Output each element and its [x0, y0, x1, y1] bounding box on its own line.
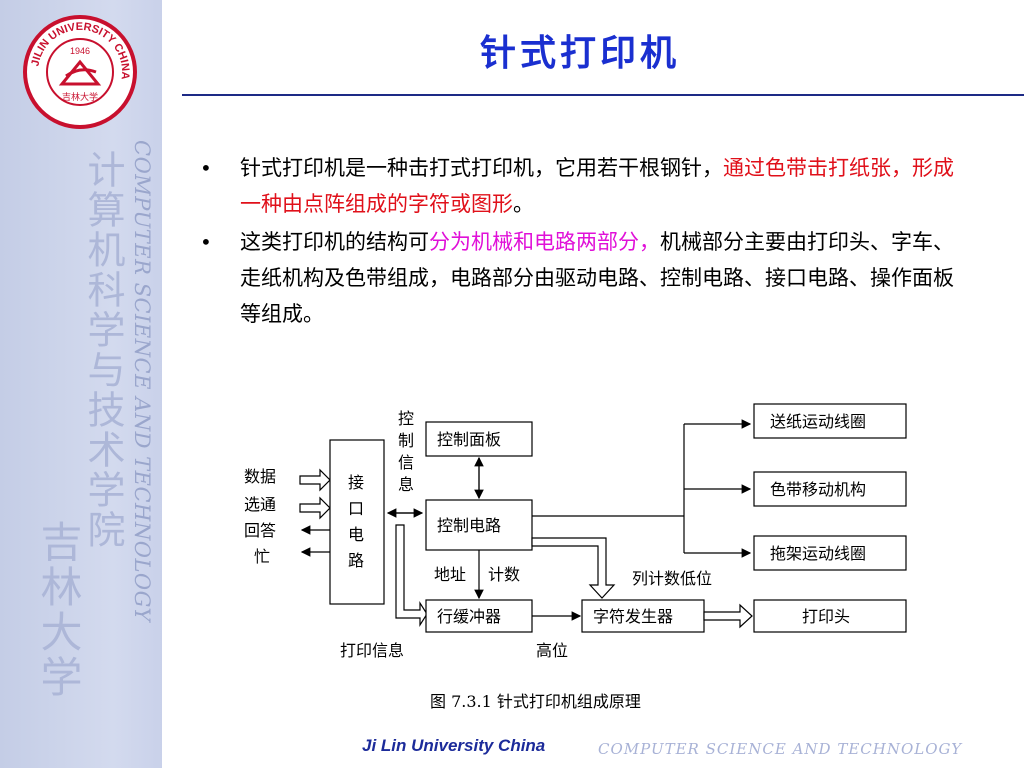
label-strobe: 选通: [244, 495, 276, 514]
interface-char-1: 接: [348, 473, 364, 492]
title-divider: [182, 94, 1024, 96]
count-label: 计数: [488, 565, 520, 584]
interface-circuit-box: [329, 439, 385, 605]
data-input-arrow: [299, 468, 331, 492]
strobe-input-arrow: [299, 496, 331, 520]
bullet-2-prefix: 这类打印机的结构可: [240, 230, 429, 254]
logo-year: 1946: [70, 46, 90, 56]
figure-caption: 图 7.3.1 针式打印机组成原理: [430, 692, 641, 711]
printer-block-diagram: 数据 选通 回答 忙 接 口 电 路 控 制 信 息 控制面板 控制电路 地址 …: [244, 403, 907, 660]
address-label: 地址: [434, 565, 466, 584]
interface-char-4: 路: [348, 551, 364, 570]
ribbon-mechanism-label: 色带移动机构: [770, 480, 866, 499]
char-generator-box: [581, 599, 705, 633]
control-info-char-4: 息: [398, 475, 414, 494]
line-buffer-label: 行缓冲器: [437, 607, 501, 626]
column-count-low-label: 列计数低位: [632, 569, 712, 588]
label-data: 数据: [244, 467, 276, 486]
high-bits-label: 高位: [536, 641, 568, 660]
sidebar-watermark: COMPUTER SCIENCE AND TECHNOLOGY 计算机科学与技术…: [0, 0, 162, 768]
generator-to-head-arrow: [703, 603, 753, 629]
carriage-coil-box: [753, 535, 907, 571]
bullet-list: • 针式打印机是一种击打式打印机，它用若干根钢针，通过色带击打纸张，形成一种由点…: [200, 150, 960, 334]
bullet-item-1: • 针式打印机是一种击打式打印机，它用若干根钢针，通过色带击打纸张，形成一种由点…: [200, 150, 960, 222]
ribbon-mechanism-box: [753, 471, 907, 507]
bullet-item-2: • 这类打印机的结构可分为机械和电路两部分，机械部分主要由打印头、字车、走纸机构…: [200, 224, 960, 332]
slide-title: 针式打印机: [479, 32, 680, 74]
carriage-coil-label: 拖架运动线圈: [770, 544, 866, 563]
bullet-1-prefix: 针式打印机是一种击打式打印机，它用若干根钢针，: [240, 156, 723, 180]
interface-char-3: 电: [348, 525, 364, 544]
bullet-2-highlight: 分为机械和电路两部分，: [429, 230, 660, 254]
column-count-arrow: [531, 537, 616, 599]
vertical-college-text: 计算机科学与技术学院: [81, 150, 125, 550]
vertical-english-text: COMPUTER SCIENCE AND TECHNOLOGY: [130, 140, 154, 622]
label-ack: 回答: [244, 521, 276, 540]
paper-feed-coil-label: 送纸运动线圈: [770, 412, 866, 431]
footer-university: Ji Lin University China: [362, 736, 546, 755]
line-buffer-box: [425, 599, 533, 633]
control-panel-box: [425, 421, 533, 457]
print-info-label: 打印信息: [340, 641, 404, 660]
bullet-dot: •: [200, 230, 212, 254]
bullet-1-highlight: 通过色带击打纸张，形成一种由点阵组成的字符或图形: [240, 156, 954, 216]
bullet-1-suffix: 。: [513, 192, 534, 216]
university-logo: JILIN UNIVERSITY CHINA 1946 吉林大学: [23, 15, 137, 129]
footer-department: COMPUTER SCIENCE AND TECHNOLOGY: [598, 740, 963, 758]
paper-feed-coil-box: [753, 403, 907, 439]
interface-char-2: 口: [348, 499, 364, 518]
print-head-box: [753, 599, 907, 633]
label-busy: 忙: [254, 547, 270, 566]
char-generator-label: 字符发生器: [593, 607, 673, 626]
control-info-char-3: 信: [398, 453, 414, 472]
control-circuit-label: 控制电路: [437, 516, 501, 535]
vertical-university-text: 吉林大学: [34, 520, 83, 700]
bullet-dot: •: [200, 156, 212, 180]
control-panel-label: 控制面板: [437, 430, 501, 449]
control-info-char-1: 控: [398, 409, 414, 428]
bullet-2-suffix: 机械部分主要由打印头、字车、走纸机构及色带组成，电路部分由驱动电路、控制电路、接…: [240, 230, 954, 326]
print-data-arrow: [395, 524, 428, 628]
control-circuit-box: [425, 499, 533, 551]
print-head-label: 打印头: [802, 607, 850, 626]
control-info-char-2: 制: [398, 431, 414, 450]
logo-signature: 吉林大学: [62, 91, 98, 103]
